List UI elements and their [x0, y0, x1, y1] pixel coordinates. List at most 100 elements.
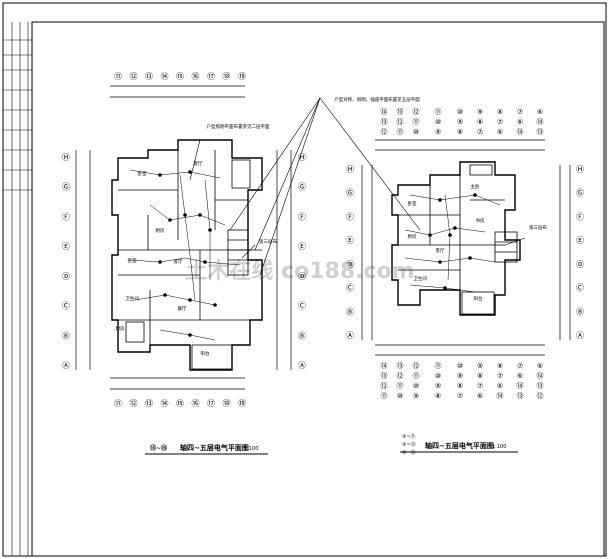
axis-label-bottom: ⑮	[176, 399, 184, 408]
axis-label-top: ⑮	[176, 72, 184, 81]
axis-label-left: Ⓐ	[346, 331, 354, 340]
axis-label-right: Ⓓ	[576, 260, 584, 269]
axis-label-bottom: ⑦	[517, 362, 523, 370]
room-label: 餐厅	[178, 305, 187, 312]
axis-label-top: ⑯	[192, 72, 200, 81]
drawing-title: 轴四~五层电气平面图	[180, 443, 249, 452]
axis-label-top: ⑱	[223, 72, 231, 81]
axis-label-right: Ⓕ	[576, 212, 584, 221]
title-axis-prefix: ⑨~⑬	[402, 441, 416, 448]
axis-label-bottom: ⑭	[517, 382, 524, 390]
axis-label-bottom: ⑬	[381, 372, 388, 380]
axis-label-top: ⑪	[397, 128, 404, 136]
axis-label-top: ⑥	[517, 118, 523, 126]
axis-label-left: Ⓐ	[62, 361, 70, 370]
axis-label-top: ⑧	[457, 128, 463, 136]
axis-label-right: Ⓐ	[576, 331, 584, 340]
axis-label-top: ⑫	[130, 72, 138, 81]
axis-label-bottom: ⑥	[537, 362, 543, 370]
room-label: 卫生间	[413, 275, 427, 282]
axis-label-bottom: ⑫	[130, 399, 138, 408]
axis-label-top: ⑦	[477, 128, 483, 136]
axis-label-left: Ⓕ	[346, 212, 354, 221]
axis-label-top: ⑧	[477, 118, 483, 126]
axis-label-bottom: ⑬	[145, 399, 153, 408]
axis-label-top: ⑭	[381, 108, 388, 116]
axis-label-top: ⑪	[114, 72, 122, 81]
axis-label-left: Ⓔ	[346, 236, 354, 245]
axis-label-right: Ⓑ	[298, 331, 306, 340]
axis-label-top: ⑥	[537, 108, 543, 116]
axis-label-bottom: ⑨	[413, 392, 419, 400]
axis-label-top: ⑭	[161, 72, 169, 81]
axis-label-top: ⑭	[537, 118, 544, 126]
axis-label-right: Ⓔ	[576, 236, 584, 245]
axis-label-top: ⑫	[413, 108, 420, 116]
axis-label-right: Ⓖ	[576, 189, 584, 198]
axis-label-bottom: ⑱	[223, 399, 231, 408]
axis-label-left: Ⓔ	[62, 242, 70, 251]
room-label: 卧室	[128, 257, 137, 264]
room-label: 厨房	[156, 227, 165, 234]
axis-label-top: ⑦	[497, 118, 503, 126]
axis-label-right: Ⓕ	[298, 212, 306, 221]
axis-label-bottom: ⑭	[381, 362, 388, 370]
room-label: 客厅	[436, 247, 445, 254]
axis-label-top: ⑬	[397, 108, 404, 116]
axis-label-top: ⑭	[517, 128, 524, 136]
axis-label-bottom: ⑲	[238, 399, 246, 408]
axis-label-bottom: ⑥	[517, 372, 523, 380]
axis-label-right: Ⓗ	[298, 153, 306, 162]
axis-label-bottom: ⑨	[457, 372, 463, 380]
axis-label-top: ⑲	[238, 72, 246, 81]
axis-label-top: ⑩	[457, 108, 463, 116]
room-label: 书房	[476, 217, 485, 224]
inner-frame	[31, 21, 605, 557]
drawing-scale: 1:100	[492, 444, 506, 450]
axis-label-top: ⑧	[497, 108, 503, 116]
axis-label-bottom: ⑫	[381, 382, 388, 390]
room-label: 客厅	[174, 258, 183, 265]
axis-label-bottom: ⑥	[477, 392, 483, 400]
axis-label-bottom: ⑩	[435, 372, 441, 380]
room-label: 卧室	[408, 200, 417, 207]
axis-label-left: Ⓗ	[62, 153, 70, 162]
room-label: 阳台	[201, 350, 210, 357]
note-text: 户型照明平面布置参见二层平面	[207, 123, 270, 130]
axis-label-bottom: ⑭	[161, 399, 169, 408]
axis-label-bottom: ⑬	[537, 382, 544, 390]
note-text: 第三层布	[259, 238, 277, 245]
axis-label-top: ⑥	[497, 128, 503, 136]
axis-label-bottom: ⑬	[517, 392, 524, 400]
axis-label-bottom: ⑪	[413, 372, 420, 380]
axis-label-left: Ⓖ	[62, 183, 70, 192]
axis-label-bottom: ⑩	[413, 382, 419, 390]
axis-label-left: Ⓖ	[346, 189, 354, 198]
axis-label-bottom: ⑪	[114, 399, 122, 408]
axis-label-bottom: ⑦	[497, 372, 503, 380]
axis-label-top: ⑨	[477, 108, 483, 116]
axis-label-top: ⑪	[413, 118, 420, 126]
leader-lines	[189, 97, 526, 276]
axis-label-top: ⑩	[435, 118, 441, 126]
axis-label-bottom: ⑦	[457, 392, 463, 400]
axis-label-top: ⑫	[381, 128, 388, 136]
note-text: 第三层布	[529, 224, 547, 231]
axis-label-top: ⑩	[413, 128, 419, 136]
axis-label-left: Ⓓ	[62, 272, 70, 281]
axis-label-right: Ⓑ	[576, 307, 584, 316]
axis-label-left: Ⓑ	[346, 307, 354, 316]
title-axis-prefix: ⑬~⑮	[150, 444, 167, 452]
axis-label-bottom: ⑫	[397, 372, 404, 380]
axis-label-right: Ⓓ	[298, 272, 306, 281]
axis-label-bottom: ⑨	[477, 362, 483, 370]
drawing-scale: 1:100	[244, 446, 258, 452]
axis-label-bottom: ⑧	[477, 372, 483, 380]
axis-label-top: ⑦	[517, 108, 523, 116]
axis-label-left: Ⓒ	[346, 284, 354, 293]
axis-label-left: Ⓗ	[346, 165, 354, 174]
axis-label-top: ⑨	[435, 128, 441, 136]
axis-label-top: ⑬	[145, 72, 153, 81]
axis-label-bottom: ⑪	[435, 362, 442, 370]
axis-label-left: Ⓑ	[62, 331, 70, 340]
